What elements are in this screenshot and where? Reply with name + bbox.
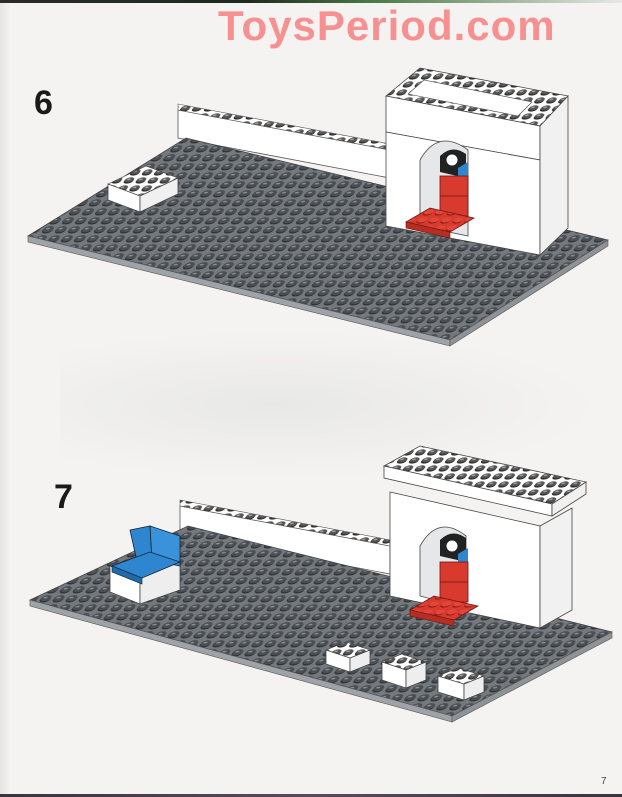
- step-number-7: 7: [54, 478, 73, 516]
- scan-top-border: [0, 0, 622, 3]
- step-7-illustration: [28, 445, 614, 723]
- white-brick-1: [325, 641, 371, 673]
- page-number: 7: [601, 776, 607, 787]
- step-6-illustration: [26, 67, 610, 347]
- scan-left-edge: [0, 0, 12, 797]
- watermark: ToysPeriod.com: [218, 2, 556, 49]
- scan-bottom-border: [0, 794, 622, 797]
- white-brick-2: [381, 653, 427, 689]
- step-number-6: 6: [34, 84, 53, 122]
- white-brick-3: [437, 667, 485, 701]
- show-through-ghost: [60, 330, 600, 480]
